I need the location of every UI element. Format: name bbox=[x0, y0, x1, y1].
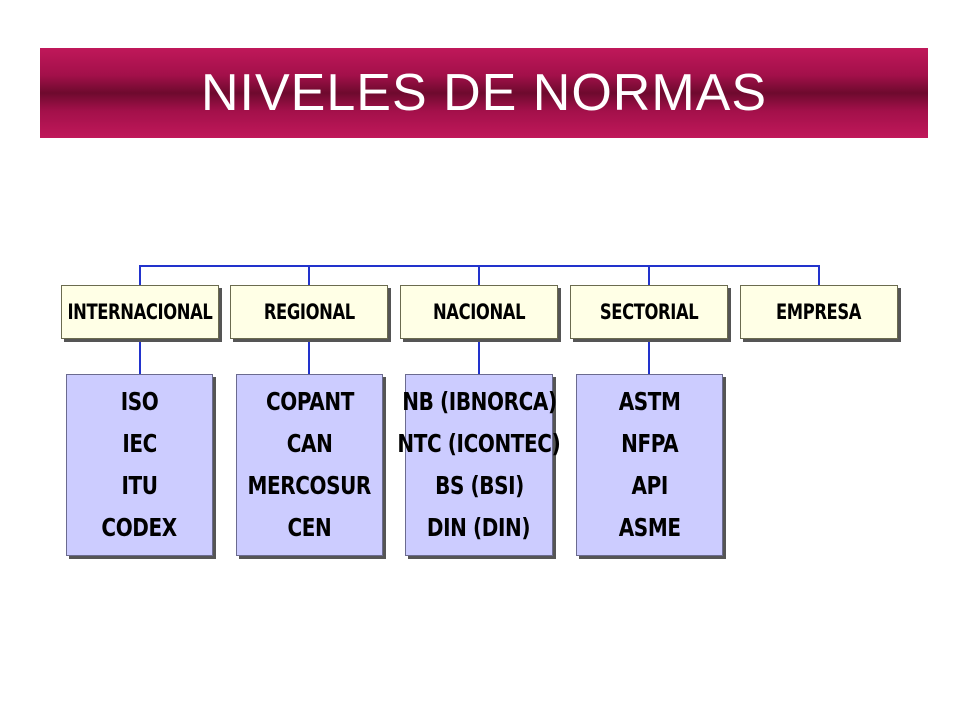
org-item: COPANT bbox=[265, 387, 354, 416]
title-banner: NIVELES DE NORMAS bbox=[40, 48, 928, 138]
page-title: NIVELES DE NORMAS bbox=[200, 64, 768, 122]
org-item: CODEX bbox=[101, 513, 178, 542]
org-item: IEC bbox=[122, 429, 157, 458]
level-box-sectorial: SECTORIAL bbox=[570, 285, 728, 339]
level-label-regional: REGIONAL bbox=[263, 300, 355, 324]
org-item: CEN bbox=[287, 513, 332, 542]
org-item: API bbox=[631, 471, 668, 500]
org-box-regional: COPANT CAN MERCOSUR CEN bbox=[236, 374, 383, 556]
level-box-empresa: EMPRESA bbox=[740, 285, 898, 339]
org-item: MERCOSUR bbox=[247, 471, 372, 500]
level-label-internacional: INTERNACIONAL bbox=[67, 300, 213, 324]
org-item: NB (IBNORCA) bbox=[401, 387, 557, 416]
level-box-regional: REGIONAL bbox=[230, 285, 388, 339]
level-box-internacional: INTERNACIONAL bbox=[61, 285, 219, 339]
org-box-nacional: NB (IBNORCA) NTC (ICONTEC) BS (BSI) DIN … bbox=[398, 374, 561, 556]
org-item: NTC (ICONTEC) bbox=[397, 429, 561, 458]
org-item: ISO bbox=[120, 387, 159, 416]
org-item: ASTM bbox=[618, 387, 681, 416]
level-label-sectorial: SECTORIAL bbox=[599, 300, 699, 324]
org-item: ASME bbox=[618, 513, 681, 542]
org-item: BS (BSI) bbox=[434, 471, 524, 500]
org-box-internacional: ISO IEC ITU CODEX bbox=[66, 374, 213, 556]
org-item: ITU bbox=[121, 471, 158, 500]
org-box-sectorial: ASTM NFPA API ASME bbox=[576, 374, 723, 556]
org-item: NFPA bbox=[620, 429, 679, 458]
org-item: CAN bbox=[286, 429, 333, 458]
level-label-nacional: NACIONAL bbox=[432, 300, 526, 324]
level-label-empresa: EMPRESA bbox=[776, 300, 862, 324]
org-item: DIN (DIN) bbox=[427, 513, 531, 542]
level-box-nacional: NACIONAL bbox=[400, 285, 558, 339]
